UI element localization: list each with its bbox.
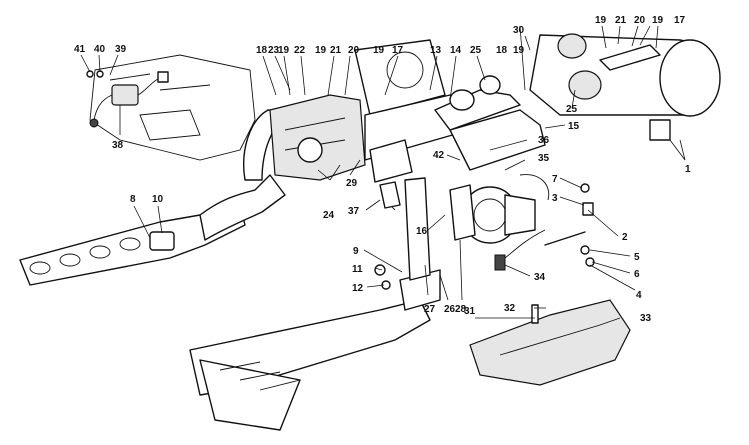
callout-1: 1: [685, 164, 691, 175]
leader-lines: [80, 25, 686, 326]
callout-19e: 19: [595, 15, 607, 26]
callout-20: 20: [348, 45, 360, 56]
callout-15: 15: [568, 121, 580, 132]
callout-24: 24: [323, 210, 335, 221]
callout-26: 26: [444, 304, 456, 315]
callout-labels: 1 2 3 4 5 6 7 8 9 10 11 12 13 14 15 16 1…: [74, 15, 691, 324]
callout-14: 14: [450, 45, 462, 56]
engine-block-outline: [89, 54, 256, 161]
rear-silencer: [529, 33, 721, 141]
callout-42: 42: [433, 150, 445, 161]
callout-18b: 18: [496, 45, 508, 56]
left-exhaust-manifold: [19, 109, 291, 286]
callout-7: 7: [552, 174, 558, 185]
callout-21b: 21: [615, 15, 627, 26]
central-catalyst-pipes: [364, 75, 546, 183]
callout-8: 8: [130, 194, 136, 205]
callout-30: 30: [513, 25, 525, 36]
callout-37: 37: [348, 206, 360, 217]
callout-29: 29: [346, 178, 358, 189]
callout-12: 12: [352, 283, 364, 294]
callout-35: 35: [538, 153, 550, 164]
callout-9: 9: [353, 246, 359, 257]
callout-28: 28: [455, 304, 467, 315]
callout-34: 34: [534, 272, 546, 283]
callout-3: 3: [552, 193, 558, 204]
callout-38: 38: [112, 140, 124, 151]
callout-36: 36: [538, 135, 550, 146]
callout-31: 31: [464, 306, 476, 317]
callout-19d: 19: [513, 45, 525, 56]
callout-4: 4: [636, 290, 642, 301]
callout-19c: 19: [373, 45, 385, 56]
callout-25: 25: [470, 45, 482, 56]
callout-17: 17: [392, 45, 404, 56]
callout-40: 40: [94, 44, 106, 55]
callout-19: 19: [278, 45, 290, 56]
callout-2: 2: [622, 232, 628, 243]
callout-5: 5: [634, 252, 640, 263]
callout-19f: 19: [652, 15, 664, 26]
callout-11: 11: [352, 264, 363, 275]
callout-18: 18: [256, 45, 268, 56]
callout-19b: 19: [315, 45, 327, 56]
hardware-fasteners: [374, 174, 595, 324]
heat-shield-plate: [469, 299, 631, 386]
callout-27: 27: [424, 304, 436, 315]
callout-10: 10: [152, 194, 164, 205]
oxygen-sensor-left-assembly: [86, 70, 169, 128]
callout-16: 16: [416, 226, 428, 237]
callout-23: 23: [268, 45, 280, 56]
callout-20b: 20: [634, 15, 646, 26]
callout-6: 6: [634, 269, 640, 280]
turbocharger: [449, 184, 536, 244]
callout-41: 41: [74, 44, 86, 55]
callout-39: 39: [115, 44, 127, 55]
callout-33: 33: [640, 313, 652, 324]
callout-13: 13: [430, 45, 442, 56]
front-exhaust-manifold: [189, 177, 441, 431]
callout-21: 21: [330, 45, 342, 56]
callout-17b: 17: [674, 15, 686, 26]
left-catalytic-converter: [269, 39, 446, 181]
callout-22: 22: [294, 45, 306, 56]
callout-25b: 25: [566, 104, 578, 115]
callout-32: 32: [504, 303, 516, 314]
